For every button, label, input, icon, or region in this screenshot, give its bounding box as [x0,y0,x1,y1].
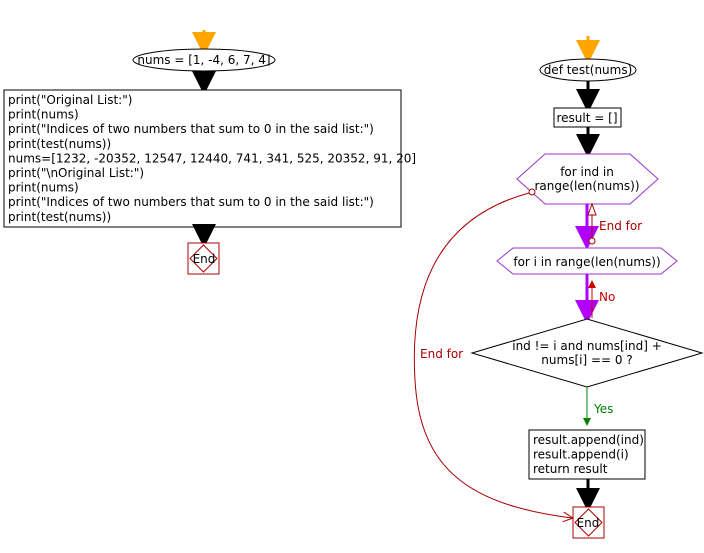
inner-loop-return-arrowhead [587,202,597,216]
condition-node [470,318,704,388]
nums-init-label: nums = [1, -4, 6, 7, 4] [137,53,270,67]
inner-loop-return-dot [588,237,596,245]
code-line: print("Indices of two numbers that sum t… [8,122,374,136]
body-line: return result [533,462,608,476]
code-line: print(test(nums)) [8,137,111,151]
end-node-left-label: End [193,252,216,266]
outer-loop-line-1: for ind in [560,165,614,179]
code-line: print("\nOriginal List:") [8,166,144,180]
end-node-left-diamond [189,244,218,273]
code-block [3,89,402,228]
code-line: print(nums) [8,108,79,122]
inner-loop-node [496,247,678,275]
outer-loop-exit-curve [413,192,572,518]
outer-loop-exit-label: End for [420,347,463,361]
body-line: result.append(i) [533,448,629,462]
code-line: print("Original List:") [8,93,132,107]
no-branch-label: No [599,290,615,304]
left-flow: nums = [1, -4, 6, 7, 4] print("Original … [3,30,416,275]
outer-loop-exit-dot [528,188,536,196]
end-node-right-diamond [574,508,603,537]
condition-line-1: ind != i and nums[ind] + [512,339,662,353]
right-flow: def test(nums) result = [] for ind in ra… [413,36,704,539]
code-line: print(nums) [8,181,79,195]
code-line: print(test(nums)) [8,210,111,224]
end-node-right-label: End [577,516,600,530]
code-line: nums=[1232, -20352, 12547, 12440, 741, 3… [8,151,416,165]
outer-loop-node [516,153,659,205]
condition-line-2: nums[i] == 0 ? [541,353,632,367]
inner-loop-exit-label: End for [599,219,642,233]
init-node-label: result = [] [557,111,618,125]
inner-loop-label: for i in range(len(nums)) [513,255,660,269]
body-lines: result.append(ind)result.append(i)return… [533,433,644,476]
def-node-label: def test(nums) [544,63,633,77]
code-line: print("Indices of two numbers that sum t… [8,195,374,209]
code-lines: print("Original List:")print(nums)print(… [8,93,416,224]
yes-branch-label: Yes [593,402,613,416]
outer-loop-line-2: range(len(nums)) [534,179,639,193]
body-line: result.append(ind) [533,433,644,447]
body-block [528,429,646,480]
